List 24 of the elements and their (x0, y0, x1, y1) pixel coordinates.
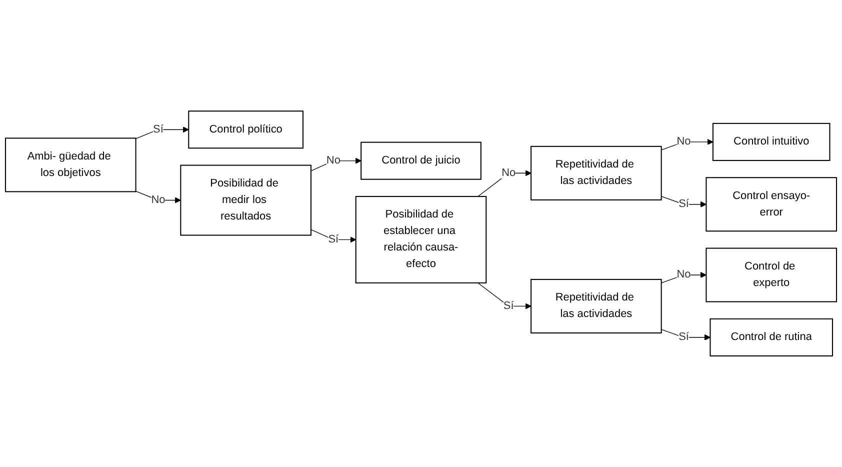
node-box: Control de juicio (360, 142, 482, 180)
edge-label: No (151, 194, 166, 206)
node-box: Posibilidad de medir los resultados (180, 164, 312, 236)
node-box: Control de experto (706, 248, 838, 302)
arrow (478, 170, 532, 197)
node-box: Repetitividad de las actividades (530, 146, 662, 200)
edge-label: Sí (328, 234, 339, 246)
node-box: Ambi- güedad de los objetivos (4, 138, 136, 192)
edge-label: No (676, 136, 691, 148)
edge-label: No (676, 268, 691, 280)
edge-label: No (326, 154, 340, 166)
arrow (660, 196, 706, 208)
node-box: Control intuitivo (712, 122, 830, 161)
edge-label: No (502, 166, 516, 179)
edge-label: Sí (678, 331, 689, 343)
node-box: Control ensayo-error (706, 177, 838, 232)
node-box: Control político (188, 110, 304, 149)
edge-label: Sí (153, 123, 164, 136)
node-box: Repetitividad de las actividades (530, 278, 662, 334)
node-box: Control de rutina (710, 318, 834, 356)
node-box: Posibilidad de establecer una relación causa-efecto (355, 196, 487, 284)
arrow (135, 126, 189, 139)
edge-label: Sí (503, 300, 514, 312)
edge-label: Sí (678, 198, 689, 210)
